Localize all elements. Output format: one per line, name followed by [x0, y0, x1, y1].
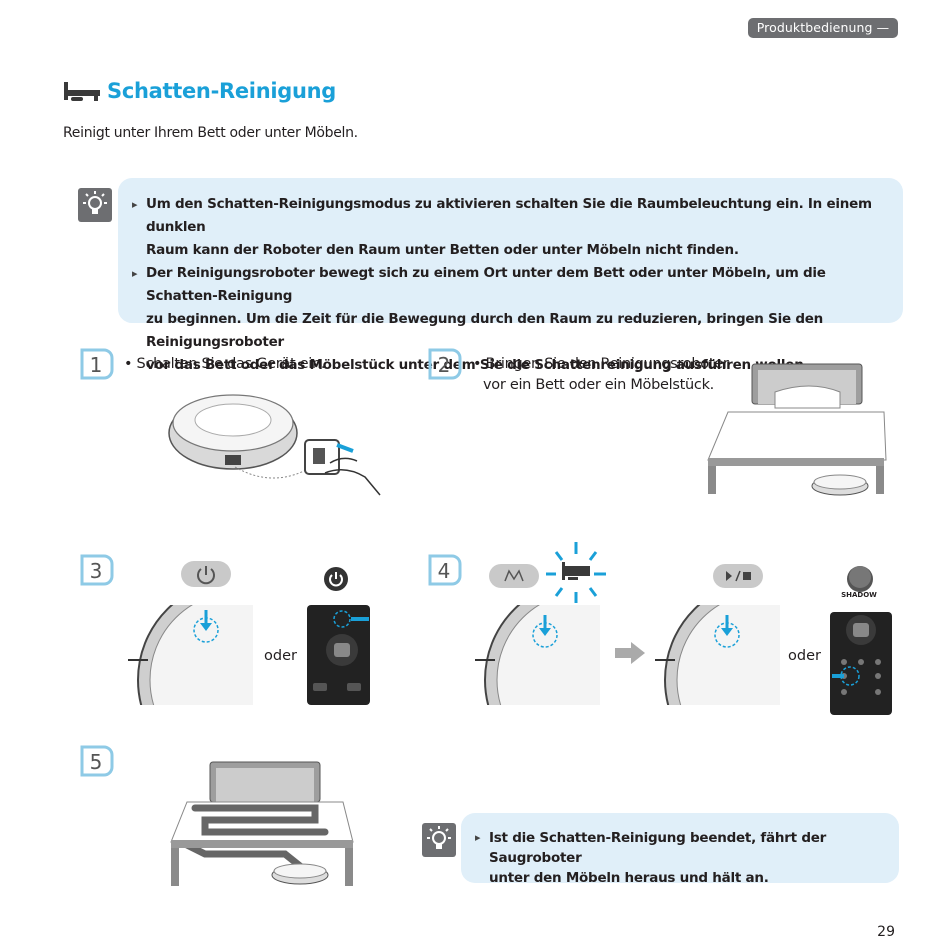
- next-arrow-icon: [615, 642, 645, 664]
- robot-top-view-step4b: [655, 605, 780, 705]
- page-number: 29: [877, 924, 895, 940]
- step-number: 3: [90, 559, 103, 583]
- bed-cleaning-path-illustration: [170, 761, 354, 886]
- section-tag-label: Produktbedienung: [756, 20, 873, 35]
- step-number: 5: [90, 750, 103, 774]
- mode-button-pill: [489, 564, 539, 588]
- tip-line: Ist die Schatten-Reinigung beendet, fähr…: [475, 828, 895, 868]
- remote-power-icon: [324, 567, 348, 591]
- tip-line: unter den Möbeln heraus und hält an.: [489, 870, 769, 886]
- bed-icon: [64, 82, 100, 101]
- tip-line: Raum kann der Roboter den Raum unter Bet…: [146, 242, 739, 258]
- step-1-badge: 1: [80, 348, 114, 380]
- step-2-text-line1: • Bringen Sie den Reinigungsroboter: [473, 356, 729, 372]
- bed-with-robot-illustration: [707, 363, 887, 496]
- remote-control-step3: [307, 605, 370, 705]
- shadow-button-icon: [847, 566, 873, 592]
- oder-label-step3: oder: [264, 648, 297, 664]
- tip-lightbulb-icon-bottom: [422, 823, 456, 857]
- tip-line: vor das Bett oder das Möbelstück unter d…: [146, 357, 809, 373]
- robot-top-view-step3: [128, 605, 253, 705]
- tip-lightbulb-icon: [78, 188, 112, 222]
- robot-top-view-step4a: [475, 605, 600, 705]
- tip-line: zu beginnen. Um die Zeit für die Bewegun…: [146, 311, 823, 350]
- section-tag: Produktbedienung —: [748, 18, 898, 38]
- tip-line: Der Reinigungsroboter bewegt sich zu ein…: [132, 262, 897, 308]
- step-2-badge: 2: [428, 348, 462, 380]
- step-3-badge: 3: [80, 554, 114, 586]
- tip-line: Um den Schatten-Reinigungsmodus zu aktiv…: [132, 193, 897, 239]
- page-title: Schatten-Reinigung: [107, 79, 337, 103]
- step-number: 4: [438, 559, 451, 583]
- shadow-mode-flash-icon: [546, 542, 606, 603]
- tip-top-text: Um den Schatten-Reinigungsmodus zu aktiv…: [132, 193, 897, 377]
- robot-power-switch-illustration: [168, 394, 381, 496]
- tip-bottom-text: Ist die Schatten-Reinigung beendet, fähr…: [475, 828, 895, 888]
- page-subtitle: Reinigt unter Ihrem Bett oder unter Möbe…: [63, 125, 358, 141]
- step-1-text: • Schalten Sie das Gerät ein.: [124, 356, 326, 372]
- step-4-badge: 4: [428, 554, 462, 586]
- oder-label-step4: oder: [788, 648, 821, 664]
- step-5-badge: 5: [80, 745, 114, 777]
- power-button-pill: [181, 561, 231, 587]
- step-2-text-line2: vor ein Bett oder ein Möbelstück.: [483, 377, 714, 393]
- play-stop-button-pill: [713, 564, 763, 588]
- step-number: 2: [438, 353, 451, 377]
- remote-control-step4: [830, 612, 892, 715]
- shadow-button-label: SHADOW: [841, 591, 877, 599]
- step-number: 1: [90, 353, 103, 377]
